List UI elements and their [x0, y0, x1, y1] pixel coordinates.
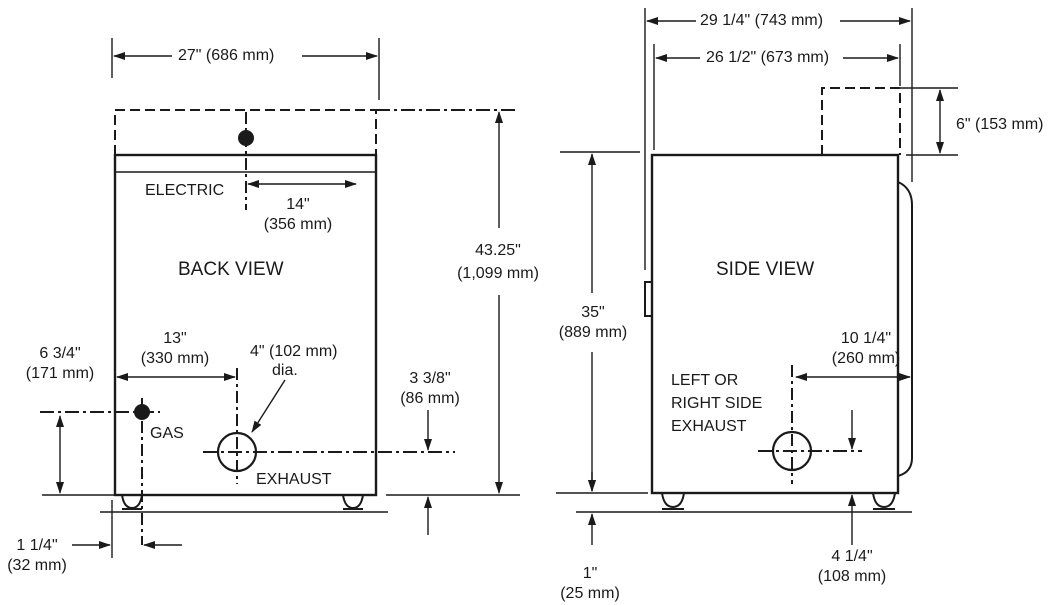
back-width-label: 27" (686 mm)	[178, 47, 275, 64]
side-exhaust-label-1: LEFT OR	[671, 372, 739, 389]
gas-height-mm-label: (171 mm)	[25, 365, 95, 382]
electric-connection-dot	[238, 130, 254, 146]
exhaust-dia-label-2: dia.	[272, 362, 298, 379]
gas-offset-mm-label: (32 mm)	[7, 557, 67, 574]
side-cabinet	[650, 153, 900, 495]
side-leg-height-in-label: 1"	[582, 565, 598, 582]
back-exhaust-label: EXHAUST	[256, 471, 332, 488]
side-view-drawing	[556, 8, 958, 545]
side-exhaust-offset-in-label: 10 1/4"	[840, 330, 892, 347]
electric-label: ELECTRIC	[145, 182, 225, 199]
exhaust-diameter-leader	[251, 379, 286, 433]
exhaust-dia-label-1: 4" (102 mm)	[250, 343, 338, 360]
side-exhaust-label-3: EXHAUST	[671, 418, 747, 435]
gas-label: GAS	[150, 425, 184, 442]
side-top-extension-label: 6" (153 mm)	[956, 116, 1044, 133]
back-foot-right	[342, 494, 364, 510]
side-exhaust-height-mm-label: (108 mm)	[817, 568, 887, 585]
back-height-mm-label: (1,099 mm)	[457, 265, 539, 282]
back-exhaust-height-mm-label: (86 mm)	[400, 390, 460, 407]
side-height-in-label: 35"	[581, 304, 605, 321]
side-foot-front	[661, 492, 685, 509]
gas-connection-dot	[134, 404, 150, 420]
side-door-handle	[644, 281, 653, 317]
back-top-extension	[114, 109, 377, 155]
side-top-vent	[821, 87, 901, 155]
back-view-drawing	[40, 38, 520, 558]
back-exhaust-offset-mm-label: (330 mm)	[140, 350, 210, 367]
side-depth-body-label: 26 1/2" (673 mm)	[706, 49, 830, 66]
side-rear-panel	[897, 181, 913, 477]
back-exhaust-offset-in-label: 13"	[163, 330, 187, 347]
gas-height-in-label: 6 3/4"	[39, 345, 81, 362]
side-exhaust-offset-mm-label: (260 mm)	[831, 350, 901, 367]
side-height-mm-label: (889 mm)	[558, 324, 628, 341]
back-exhaust-height-in-label: 3 3/8"	[409, 370, 451, 387]
side-leg-height-mm-label: (25 mm)	[560, 585, 620, 602]
gas-offset-in-label: 1 1/4"	[16, 537, 58, 554]
electric-offset-mm-label: (356 mm)	[263, 216, 333, 233]
side-exhaust-label-2: RIGHT SIDE	[671, 395, 763, 412]
side-depth-total-label: 29 1/4" (743 mm)	[700, 12, 824, 29]
back-foot-left	[121, 494, 143, 510]
side-view-title: SIDE VIEW	[716, 259, 815, 280]
electric-offset-in-label: 14"	[286, 196, 310, 213]
side-exhaust-height-in-label: 4 1/4"	[831, 548, 873, 565]
back-height-in-label: 43.25"	[475, 242, 521, 259]
side-foot-rear	[872, 492, 896, 509]
back-view-title: BACK VIEW	[178, 259, 284, 280]
back-cabinet	[113, 153, 378, 497]
